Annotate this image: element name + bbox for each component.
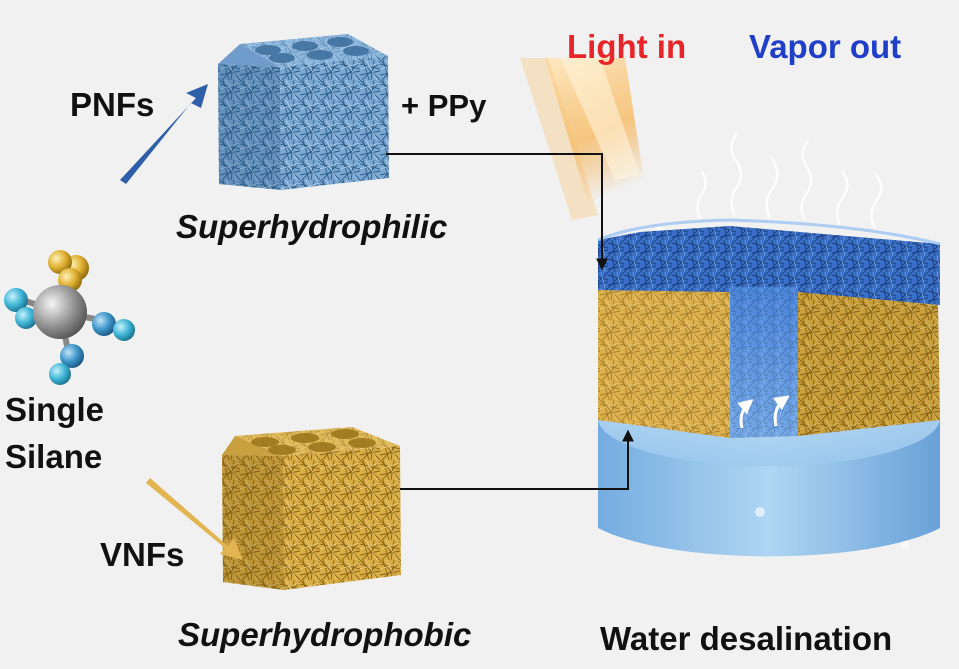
water-sparkles — [755, 507, 909, 549]
water-desalination-label: Water desalination — [600, 620, 893, 657]
water-flow-arrows — [737, 395, 790, 429]
pnf-cube — [218, 34, 389, 190]
superhydrophilic-label: Superhydrophilic — [176, 208, 448, 245]
vnf-arrow — [146, 478, 243, 560]
silane-molecule — [4, 250, 135, 385]
sunlight-rays — [520, 58, 648, 220]
ppy-label: + PPy — [401, 88, 487, 123]
vnf-pores — [251, 429, 376, 455]
superhydrophobic-label: Superhydrophobic — [178, 616, 472, 653]
pnf-pores — [255, 37, 369, 63]
connector-pnf-to-evaporator — [386, 153, 608, 271]
vnfs-label: VNFs — [100, 536, 185, 573]
vapor-wisps — [696, 132, 883, 229]
light-in-label: Light in — [567, 28, 687, 65]
vnf-cube — [222, 427, 401, 590]
single-label: Single — [5, 391, 105, 428]
pnfs-label: PNFs — [70, 86, 155, 123]
pnf-arrow — [120, 84, 208, 184]
connector-vnf-to-evaporator — [400, 429, 634, 490]
silane-label: Silane — [5, 438, 103, 475]
vapor-out-label: Vapor out — [749, 28, 902, 65]
evaporator — [597, 218, 941, 557]
